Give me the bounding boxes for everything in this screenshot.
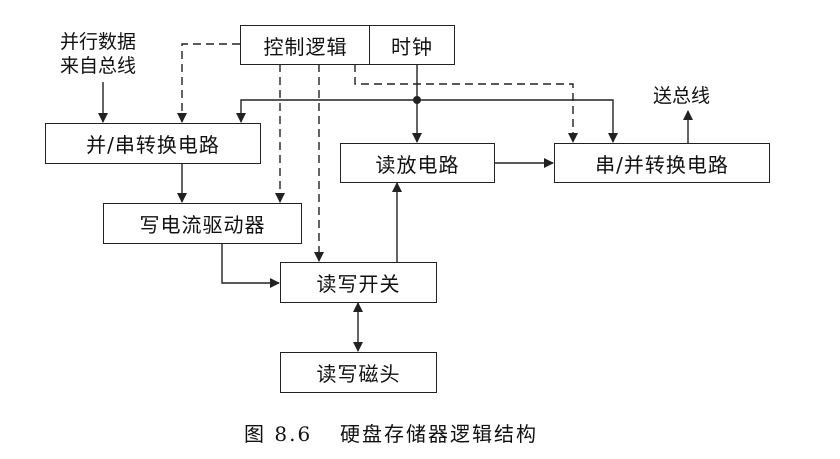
control-to-ser-par-dashed [354,64,578,143]
par-to-ser-block: 并/串转换电路 [45,123,261,164]
rw-head-block: 读写磁头 [280,352,437,393]
control-logic-block: 控制逻辑 [240,25,371,65]
clock-to-par-ser [236,99,417,123]
rw-switch-block: 读写开关 [280,262,437,303]
figure-title: 硬盘存储器逻辑结构 [340,422,538,446]
control-to-par-ser-dashed [177,43,240,123]
input-label-line2: 来自总线 [60,55,137,77]
junction-dot [413,96,421,104]
write-driver-block: 写电流驱动器 [103,203,302,244]
input-label-line1: 并行数据 [60,31,137,53]
output-label: 送总线 [653,85,711,107]
clock-block: 时钟 [369,25,455,65]
ser-to-par-block: 串/并转换电路 [554,143,770,183]
write-driver-to-rw-switch [221,243,280,288]
read-amp-block: 读放电路 [340,143,495,183]
clock-to-ser-par [417,99,618,143]
figure-number: 图 8.6 [244,422,313,446]
